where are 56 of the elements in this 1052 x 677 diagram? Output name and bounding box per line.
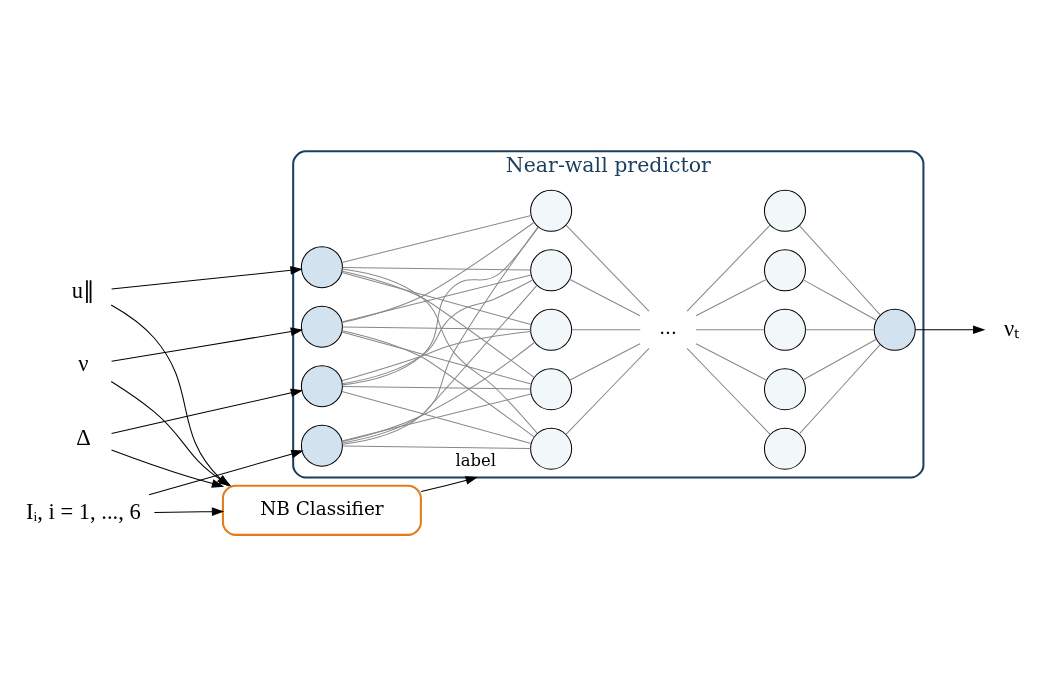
node-text: νₜ [1004,315,1020,341]
node-circle [530,189,573,232]
connector [802,338,877,380]
connector [342,444,532,449]
arrow [153,506,225,516]
connector [571,328,641,330]
node-circle [873,308,916,351]
connector [341,329,535,437]
connector [805,328,875,330]
arrow [111,448,225,488]
node-circle [300,245,343,288]
arrow [111,265,303,289]
connector [341,214,532,263]
node-circle [763,308,806,351]
arrow [420,475,478,492]
node-circle [530,248,573,291]
connector [799,224,881,315]
node-circle [530,367,573,410]
connector [342,226,539,445]
node-circle [530,427,573,470]
connector [342,385,532,389]
node-circle [300,424,343,467]
connector [799,343,881,434]
node-text: u∥ [71,277,96,303]
node-text: Δ [76,424,91,450]
arrow [111,326,304,362]
connector [341,221,535,323]
node-circle [300,305,343,348]
connector [686,347,771,435]
node-circle [300,364,343,407]
node-text: ... [659,316,677,338]
node-circle [763,427,806,470]
connector [695,342,767,381]
connector [341,226,540,385]
connector [569,342,641,381]
arrow [111,388,304,434]
node-text: Iᵢ, i = 1, ..., 6 [26,498,141,524]
edge-label: label [455,450,496,470]
connector [342,325,532,330]
connector [565,224,650,312]
arrow [914,324,986,334]
connector [802,278,877,321]
connector [342,266,532,271]
connector [686,224,771,312]
connector [695,278,767,316]
node-circle [763,367,806,410]
connector [569,278,641,316]
connector [695,328,765,330]
connector [341,341,536,442]
node-circle [530,308,573,351]
node-circle [763,248,806,291]
node-box: NB Classifier [221,484,422,536]
connector [565,347,650,435]
arrow [148,449,304,495]
node-text: ν [78,350,89,376]
node-circle [763,189,806,232]
